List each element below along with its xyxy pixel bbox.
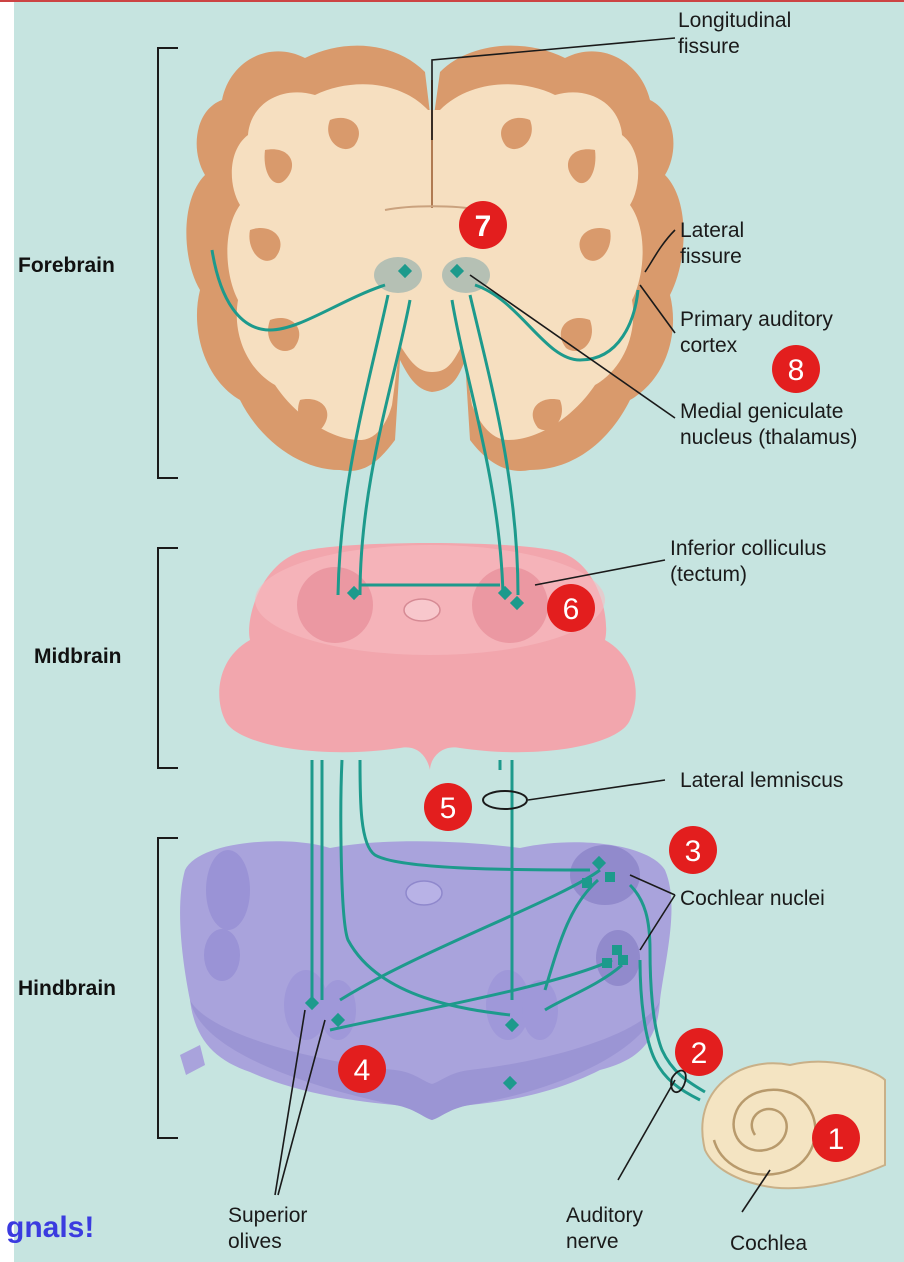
label-cochlea: Cochlea	[730, 1232, 807, 1255]
label-longitudinal-fissure-line-1: Longitudinal	[678, 9, 791, 32]
step-marker-4-number: 4	[354, 1054, 371, 1087]
step-marker-3: 3	[669, 826, 717, 874]
slide-top-border	[0, 0, 904, 2]
label-lateral-fissure-line-1: Lateral	[680, 219, 744, 242]
step-marker-6: 6	[547, 584, 595, 632]
label-primary-auditory-cortex-line-1: Primary auditory	[680, 308, 833, 331]
label-lateral-lemniscus-line-1: Lateral lemniscus	[680, 769, 843, 792]
label-primary-auditory-cortex-line-2: cortex	[680, 334, 738, 357]
step-marker-8-number: 8	[788, 354, 805, 387]
step-marker-5: 5	[424, 783, 472, 831]
label-cochlear-nuclei: Cochlear nuclei	[680, 887, 825, 910]
superior-olive-left-2	[320, 980, 356, 1040]
step-marker-2: 2	[675, 1028, 723, 1076]
step-marker-4: 4	[338, 1045, 386, 1093]
step-marker-5-number: 5	[440, 792, 457, 825]
step-marker-7-number: 7	[475, 210, 492, 243]
hindbrain-lobe-2	[204, 929, 240, 981]
label-lateral-fissure-line-2: fissure	[680, 245, 742, 268]
region-label-forebrain: Forebrain	[18, 254, 115, 277]
hindbrain-lobe-1	[206, 850, 250, 930]
label-lateral-lemniscus: Lateral lemniscus	[680, 769, 843, 792]
label-medial-geniculate-line-1: Medial geniculate	[680, 400, 843, 423]
label-inferior-colliculus-line-1: Inferior colliculus	[670, 537, 826, 560]
step-marker-7: 7	[459, 201, 507, 249]
step-marker-6-number: 6	[563, 593, 580, 626]
region-label-midbrain: Midbrain	[34, 645, 122, 668]
label-superior-olives-line-1: Superior	[228, 1204, 307, 1227]
inferior-colliculus-right	[472, 567, 548, 643]
step-marker-2-number: 2	[691, 1037, 708, 1070]
label-superior-olives-line-2: olives	[228, 1230, 282, 1253]
label-longitudinal-fissure-line-2: fissure	[678, 35, 740, 58]
step-marker-8: 8	[772, 345, 820, 393]
slide-caption-fragment: gnals!	[6, 1211, 94, 1244]
step-marker-1: 1	[812, 1114, 860, 1162]
step-marker-3-number: 3	[685, 835, 702, 868]
step-marker-1-number: 1	[828, 1123, 845, 1156]
label-auditory-nerve-line-1: Auditory	[566, 1204, 644, 1227]
cochlea-structure	[702, 1062, 885, 1189]
label-cochlea-line-1: Cochlea	[730, 1232, 807, 1255]
fourth-ventricle	[406, 881, 442, 905]
label-cochlear-nuclei-line-1: Cochlear nuclei	[680, 887, 825, 910]
label-medial-geniculate-line-2: nucleus (thalamus)	[680, 426, 857, 449]
label-auditory-nerve-line-2: nerve	[566, 1230, 619, 1253]
superior-olive-right-2	[522, 980, 558, 1040]
region-label-hindbrain: Hindbrain	[18, 977, 116, 1000]
label-inferior-colliculus-line-2: (tectum)	[670, 563, 747, 586]
cerebral-aqueduct	[404, 599, 440, 621]
